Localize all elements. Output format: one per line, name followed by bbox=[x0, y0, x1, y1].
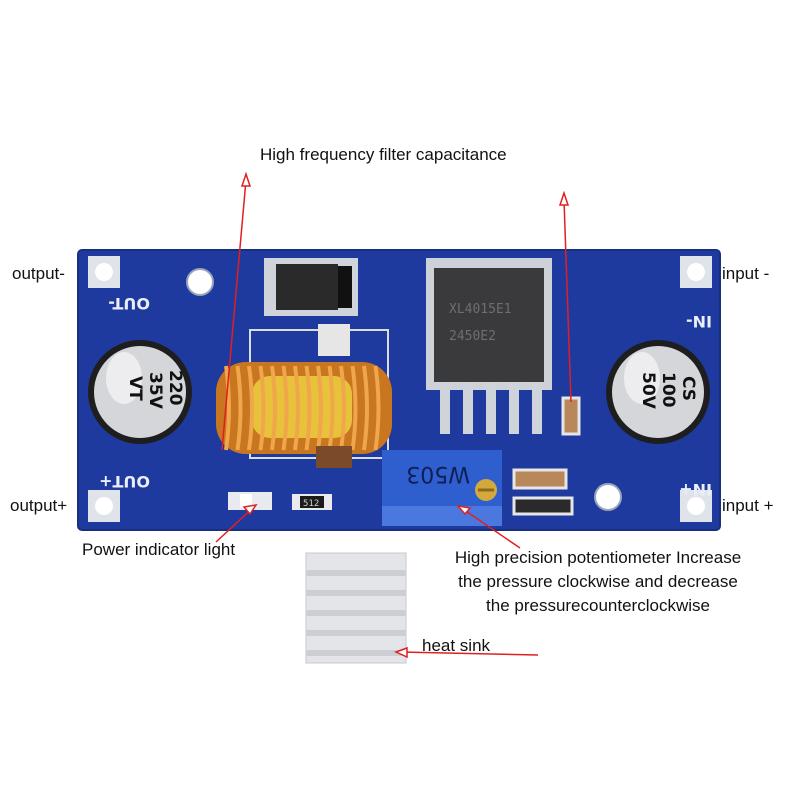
cap-right-line3: 50V bbox=[638, 372, 658, 410]
coil-turn bbox=[327, 365, 335, 451]
coil-turn bbox=[270, 365, 277, 451]
smd-part-2 bbox=[512, 496, 574, 516]
label-filter-capacitance: High frequency filter capacitance bbox=[260, 145, 507, 164]
resistor-marking: 512 bbox=[303, 499, 319, 509]
coil-turn bbox=[316, 365, 323, 451]
cap-left-line1: 220 bbox=[165, 370, 185, 406]
silk-out-plus: OUT+ bbox=[99, 472, 150, 491]
cap-left-line2: 35V bbox=[145, 372, 165, 410]
coil-turn bbox=[247, 365, 254, 451]
cap-right-line1: CS bbox=[678, 376, 698, 401]
smd-capacitor bbox=[561, 396, 581, 436]
label-input-minus: input - bbox=[722, 264, 770, 283]
chip-marking-2: 2450E2 bbox=[449, 329, 496, 344]
cap-right-line2: 100 bbox=[658, 372, 678, 408]
schottky-diode bbox=[264, 258, 358, 316]
coil-turn bbox=[258, 365, 266, 451]
coil-turn bbox=[362, 365, 369, 451]
silk-out-minus: OUT- bbox=[108, 294, 150, 313]
coil-turn bbox=[293, 365, 300, 451]
toroid-inductor bbox=[216, 324, 392, 468]
smd-resistor: 512 bbox=[292, 494, 332, 510]
label-input-plus: input + bbox=[722, 496, 774, 515]
power-led bbox=[228, 492, 272, 510]
label-potentiometer-line3: the pressurecounterclockwise bbox=[486, 596, 710, 615]
heat-sink bbox=[305, 552, 407, 664]
regulator-chip: XL4015E1 2450E2 bbox=[426, 258, 552, 434]
pot-marking: W503 bbox=[406, 461, 470, 486]
smd-part-1 bbox=[512, 468, 568, 490]
cap-left-line3: VT bbox=[125, 376, 145, 401]
mounting-holes bbox=[88, 256, 712, 522]
coil-turn bbox=[350, 365, 358, 451]
coil-turn bbox=[304, 365, 312, 451]
label-output-minus: output- bbox=[12, 264, 65, 283]
coil-turn bbox=[339, 365, 346, 451]
potentiometer: W503 bbox=[382, 450, 502, 526]
coil-turn bbox=[281, 365, 289, 451]
silk-in-plus: IN+ bbox=[679, 480, 712, 499]
coil-turn bbox=[224, 365, 231, 451]
chip-marking-1: XL4015E1 bbox=[449, 302, 512, 317]
pcb-board bbox=[77, 249, 721, 531]
label-potentiometer-line1: High precision potentiometer Increase bbox=[454, 548, 742, 567]
label-output-plus: output+ bbox=[10, 496, 68, 515]
annotation-arrows bbox=[215, 171, 572, 659]
coil-turn bbox=[235, 365, 243, 451]
coil-turn bbox=[373, 365, 381, 451]
capacitor-right: CS 100 50V bbox=[606, 340, 710, 444]
label-heat-sink: heat sink bbox=[422, 636, 491, 655]
label-power-indicator: Power indicator light bbox=[82, 540, 236, 559]
silk-in-minus: IN- bbox=[686, 312, 712, 331]
label-potentiometer-line2: the pressure clockwise and decrease bbox=[458, 572, 738, 591]
capacitor-left: 220 35V VT bbox=[88, 340, 192, 444]
